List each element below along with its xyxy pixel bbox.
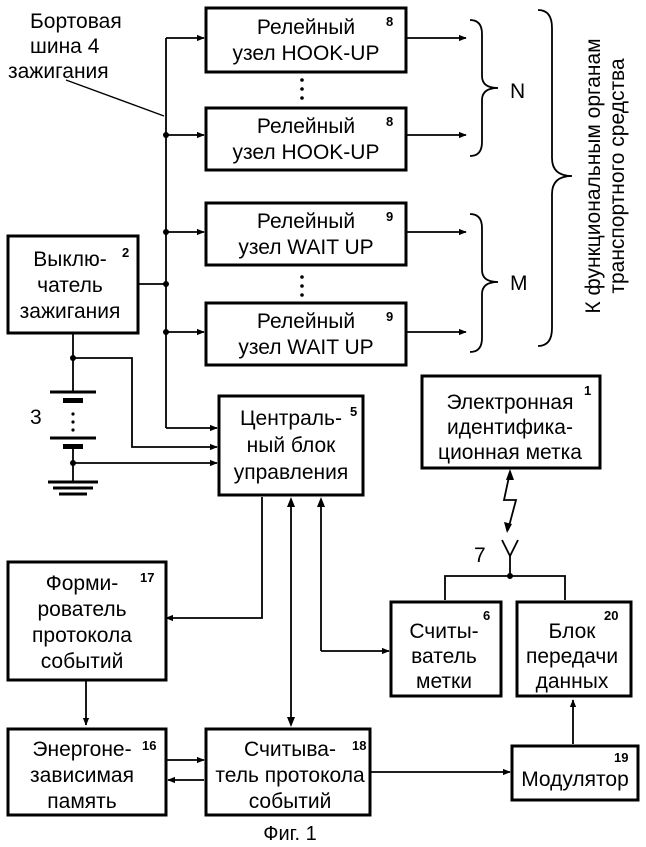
block-number: 8 xyxy=(386,14,393,29)
block-central-unit: Централь- ный блок управления 5 xyxy=(219,396,363,495)
block-number: 20 xyxy=(604,608,618,623)
ground-icon xyxy=(48,482,98,494)
block-number: 9 xyxy=(386,209,393,224)
arrow-down-event-reader xyxy=(287,717,295,727)
block-label: Выклю- xyxy=(33,248,107,271)
figure-caption: Фиг. 1 xyxy=(263,823,316,845)
brace-n-icon xyxy=(470,20,498,156)
group-n-label: N xyxy=(510,80,525,103)
block-label: управления xyxy=(234,461,349,484)
block-number: 17 xyxy=(140,570,154,585)
group-m-label: M xyxy=(510,272,528,295)
block-label: Релейный xyxy=(257,16,355,39)
junction-dot xyxy=(163,229,169,235)
battery-icon xyxy=(50,392,96,449)
block-label: протокола xyxy=(32,624,132,647)
block-label: Релейный xyxy=(257,210,355,233)
block-label: Релейный xyxy=(257,115,355,138)
block-label: узел HOOK-UP xyxy=(233,42,380,65)
block-label: Энергоне- xyxy=(32,738,131,761)
block-label: событий xyxy=(41,650,124,673)
block-number: 2 xyxy=(122,245,129,260)
arrow-up-central xyxy=(287,497,295,507)
wireless-arrow-down-icon xyxy=(504,522,512,533)
antenna-number: 7 xyxy=(474,544,486,567)
bus-caption-line-3: зажигания xyxy=(8,60,109,83)
block-ignition-switch: Выклю- чатель зажигания 2 xyxy=(8,236,138,333)
block-label: узел WAIT UP xyxy=(238,336,373,359)
brace-m-icon xyxy=(470,214,498,352)
block-label: Форми- xyxy=(46,572,119,595)
block-data-tx: Блок передачи данных 20 xyxy=(517,602,631,696)
block-relay-wait-1: Релейный узел WAIT UP 9 xyxy=(206,203,406,265)
block-label: память xyxy=(47,790,116,813)
antenna-icon xyxy=(502,540,518,556)
block-label: данных xyxy=(536,670,609,693)
block-label: передачи xyxy=(526,645,618,668)
block-label: Модулятор xyxy=(521,768,629,791)
block-label: Считы- xyxy=(409,620,478,643)
block-label: Релейный xyxy=(257,310,355,333)
block-relay-wait-2: Релейный узел WAIT UP 9 xyxy=(206,303,406,365)
block-modulator: Модулятор 19 xyxy=(512,746,638,800)
block-relay-hook-2: Релейный узел HOOK-UP 8 xyxy=(206,108,406,170)
junction-dot xyxy=(70,355,76,361)
battery-number: 3 xyxy=(30,406,42,429)
outputs-caption-line-1: К функциональным органам xyxy=(582,38,605,313)
block-number: 18 xyxy=(352,738,366,753)
block-number: 9 xyxy=(386,309,393,324)
block-label: чатель xyxy=(37,274,103,297)
block-number: 6 xyxy=(483,608,490,623)
block-number: 16 xyxy=(142,738,156,753)
block-label: Централь- xyxy=(240,407,342,430)
brace-outputs-icon xyxy=(538,10,572,346)
block-tag-reader: Считы- ватель метки 6 xyxy=(391,602,501,696)
block-label: Считыва- xyxy=(244,738,336,761)
block-label: ционная метка xyxy=(438,441,582,464)
block-label: метки xyxy=(416,670,472,693)
block-number: 5 xyxy=(350,404,357,419)
block-event-reader: Считыва- тель протокола событий 18 xyxy=(206,729,370,815)
block-label: Электронная xyxy=(447,391,574,414)
block-label: зависимая xyxy=(30,764,134,787)
outputs-caption: К функциональным органам транспортного с… xyxy=(582,38,629,313)
block-label: событий xyxy=(249,790,332,813)
central-to-event-former xyxy=(166,497,262,618)
block-label: ный блок xyxy=(247,434,337,457)
junction-dot xyxy=(163,329,169,335)
arrow-up-central-2 xyxy=(317,497,325,507)
block-label: узел HOOK-UP xyxy=(233,141,380,164)
junction-dot xyxy=(163,132,169,138)
wireless-arrow-up-icon xyxy=(506,469,514,480)
ignition-to-central-unit xyxy=(73,358,217,447)
bus-label-pointer xyxy=(66,80,164,116)
outputs-caption-line-2: транспортного средства xyxy=(606,58,629,294)
block-label: рователь xyxy=(37,598,126,621)
block-number: 8 xyxy=(386,114,393,129)
antenna-feed-left xyxy=(445,576,510,600)
junction-dot xyxy=(163,281,169,287)
junction-dot xyxy=(507,573,513,579)
block-nv-memory: Энергоне- зависимая память 16 xyxy=(8,729,166,815)
block-label: узел WAIT UP xyxy=(238,236,373,259)
block-label: ватель xyxy=(411,645,477,668)
bus-caption-line-2: шина 4 xyxy=(30,35,100,58)
wireless-link-icon xyxy=(504,472,516,530)
block-event-former: Форми- рователь протокола событий 17 xyxy=(8,562,166,680)
antenna-feed-right xyxy=(510,576,565,600)
block-label: Блок xyxy=(549,620,597,643)
block-label: идентифика- xyxy=(447,416,573,439)
block-electronic-tag: Электронная идентифика- ционная метка 1 xyxy=(422,376,600,468)
block-label: тель протокола xyxy=(215,764,365,787)
block-relay-hook-1: Релейный узел HOOK-UP 8 xyxy=(206,8,406,72)
junction-dot xyxy=(70,460,76,466)
bus-caption-line-1: Бортовая xyxy=(30,10,122,33)
block-number: 19 xyxy=(614,750,628,765)
block-number: 1 xyxy=(584,383,591,398)
block-label: зажигания xyxy=(20,300,121,323)
